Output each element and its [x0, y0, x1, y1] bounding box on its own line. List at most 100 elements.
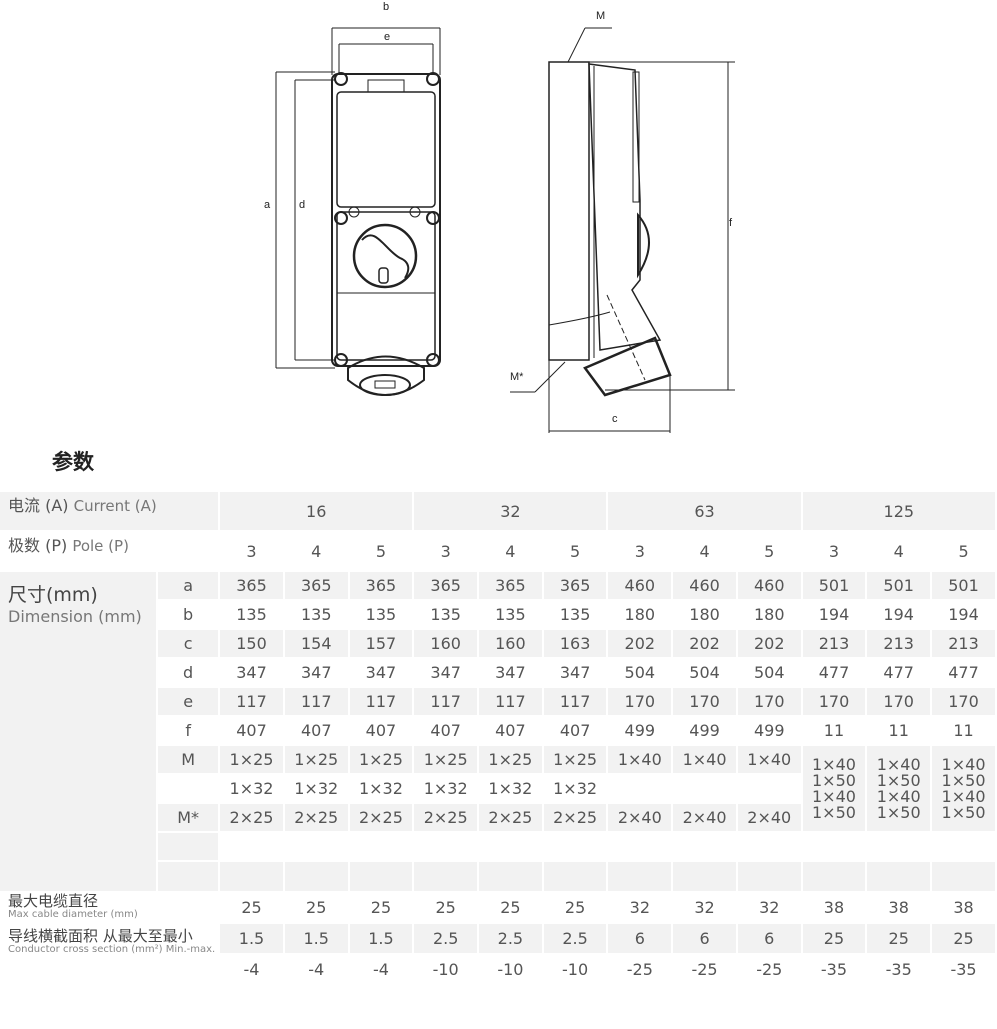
- table-cell: [543, 862, 607, 891]
- table-cell: 38: [888, 898, 909, 917]
- table-cell: 407: [300, 721, 332, 740]
- pole-value: 3: [828, 541, 840, 561]
- table-cell: 2×25: [543, 804, 607, 831]
- table-cell: [932, 833, 995, 860]
- pole-value: 3: [246, 541, 257, 561]
- table-cell: [867, 833, 930, 860]
- table-cell: 1×40: [608, 746, 672, 773]
- table-cell: 180: [689, 605, 720, 624]
- table-cell: 170: [802, 688, 866, 715]
- table-cell: [738, 833, 801, 860]
- table-cell: 407: [495, 721, 526, 740]
- table-cell: -35: [885, 960, 912, 979]
- table-cell: 202: [737, 630, 801, 657]
- table-cell: 2.5: [414, 924, 478, 953]
- table-cell: 38: [953, 898, 974, 917]
- table-cell: 499: [624, 721, 656, 740]
- table-cell: 25: [932, 924, 995, 953]
- table-cell: [608, 775, 671, 802]
- label-b: b: [383, 1, 389, 13]
- table-cell: 213: [867, 630, 931, 657]
- table-cell: 1.5: [220, 924, 283, 953]
- table-cell: 2.5: [479, 924, 542, 953]
- table-cell: 504: [624, 663, 656, 682]
- table-cell: 2×40: [673, 804, 736, 831]
- table-cell: 477: [818, 663, 850, 682]
- table-cell: 157: [349, 630, 413, 657]
- table-cell: -10: [562, 960, 589, 979]
- current-value: 32: [414, 492, 607, 530]
- label-cn: 导线横截面积 从最大至最小: [8, 927, 193, 945]
- table-cell: 135: [236, 605, 267, 624]
- table-cell: 2×25: [479, 804, 542, 831]
- label-en: Current (A): [73, 497, 157, 515]
- table-cell: 117: [543, 688, 607, 715]
- table-cell: 1×25: [349, 746, 413, 773]
- table-cell: 6: [608, 924, 672, 953]
- pole-value: 4: [505, 541, 516, 561]
- table-cell: 194: [948, 605, 979, 624]
- table-cell: 163: [543, 630, 607, 657]
- table-cell: -4: [243, 960, 260, 979]
- label-c: c: [612, 413, 618, 425]
- table-cell: 2×40: [737, 804, 801, 831]
- table-cell: [932, 862, 995, 891]
- dimension-key: a: [158, 572, 219, 599]
- blank-row: [0, 862, 995, 891]
- table-cell: 501: [867, 572, 931, 599]
- table-cell: 25: [306, 898, 327, 917]
- dimension-key: b: [183, 605, 194, 624]
- current-value: 125: [802, 492, 995, 530]
- blank-row: [0, 833, 995, 860]
- label-en: Conductor cross section (mm²) Min.-max.: [8, 944, 216, 955]
- table-cell: 2×40: [608, 804, 672, 831]
- table-cell: 32: [694, 898, 715, 917]
- table-cell: 25: [564, 898, 586, 917]
- table-cell: 154: [284, 630, 348, 657]
- table-cell: [608, 862, 672, 891]
- pole-value: 4: [311, 541, 322, 561]
- table-cell: 170: [673, 688, 736, 715]
- table-cell: 407: [365, 721, 397, 740]
- dimension-drawing: b e a d M f M* c: [264, 1, 735, 433]
- table-cell: 11: [953, 721, 974, 740]
- pole-value: 5: [375, 541, 387, 561]
- table-cell: 194: [818, 605, 850, 624]
- table-cell: 25: [802, 924, 866, 953]
- table-cell: 170: [737, 688, 801, 715]
- table-cell: 2.5: [543, 924, 607, 953]
- table-cell: 1.5: [349, 924, 413, 953]
- table-cell: 1×40: [673, 746, 736, 773]
- pole-value: 5: [570, 541, 581, 561]
- table-cell: [479, 862, 542, 891]
- pole-value: 5: [958, 541, 969, 561]
- section-max-row: -4-4-4-10-10-10-25-25-25-35-35-35: [0, 955, 995, 984]
- label-cn: 最大电缆直径: [8, 892, 99, 910]
- table-cell: 1×25: [479, 746, 542, 773]
- table-cell: 213: [802, 630, 866, 657]
- table-cell: 1×25: [414, 746, 478, 773]
- table-cell: 477: [948, 663, 979, 682]
- table-cell: 135: [300, 605, 332, 624]
- table-cell: 2×25: [349, 804, 413, 831]
- table-cell: [414, 833, 477, 860]
- table-cell: -35: [820, 960, 848, 979]
- table-cell: 1×32: [423, 779, 468, 798]
- label-cn: 尺寸(mm): [8, 584, 98, 606]
- table-cell: 170: [608, 688, 672, 715]
- pole-label: 极数 (P) Pole (P): [0, 532, 218, 570]
- table-cell: 6: [737, 924, 801, 953]
- dimension-key: c: [158, 630, 219, 657]
- pole-value: 5: [764, 541, 775, 561]
- table-cell: 135: [365, 605, 397, 624]
- table-cell: 2×25: [284, 804, 348, 831]
- table-cell: -25: [691, 960, 718, 979]
